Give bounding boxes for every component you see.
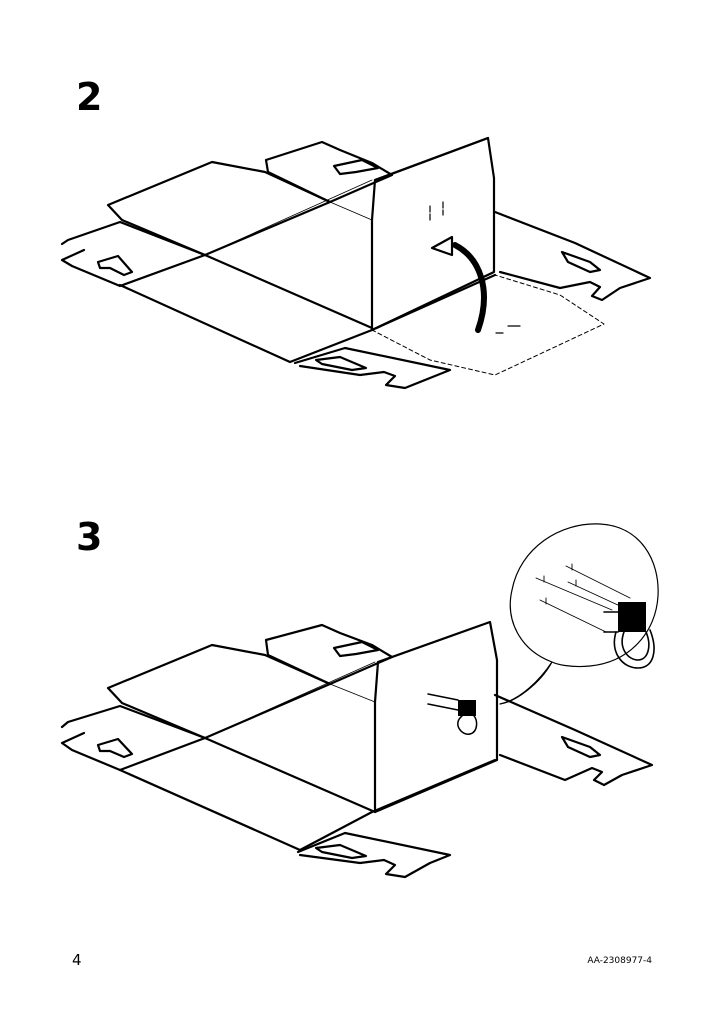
step-3-illustration (60, 523, 659, 879)
step-2-illustration (60, 136, 652, 390)
step-number: 2 (76, 75, 103, 119)
page-number: 4 (72, 951, 82, 969)
document-code: AA-2308977-4 (587, 956, 652, 966)
step-number: 3 (76, 515, 103, 559)
